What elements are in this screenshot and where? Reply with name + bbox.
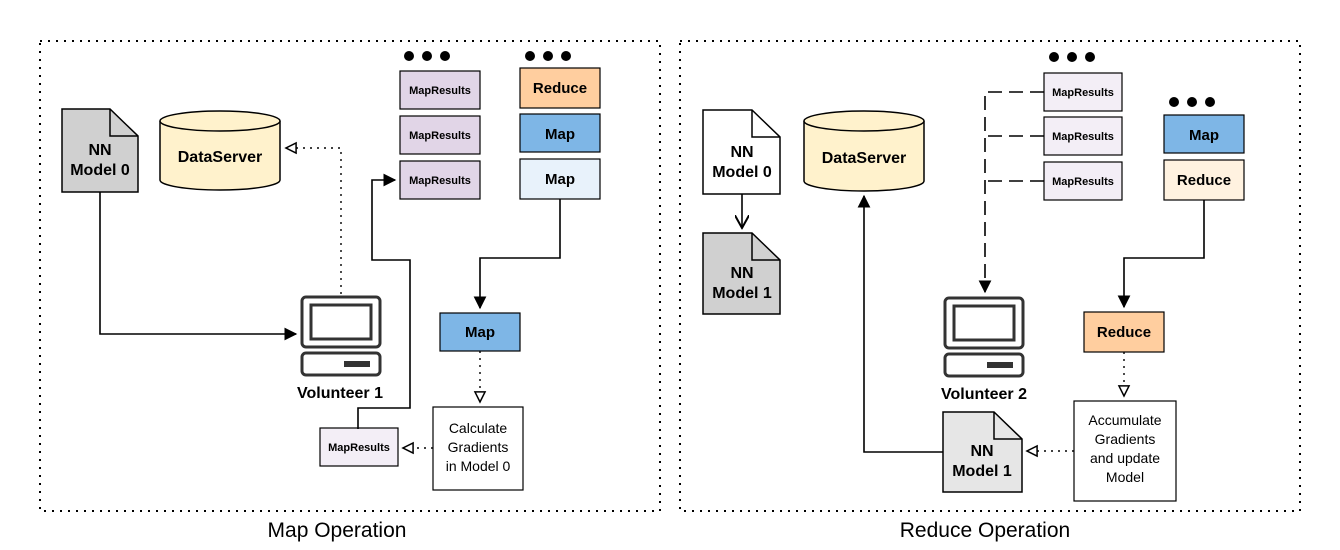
svg-text:MapResults: MapResults: [409, 175, 471, 187]
svg-text:in Model 0: in Model 0: [446, 458, 511, 474]
reduce-task-box: Reduce: [519, 67, 601, 109]
svg-text:MapResults: MapResults: [409, 130, 471, 142]
more-mapresults-dots: [404, 51, 450, 61]
svg-text:MapResults: MapResults: [1052, 176, 1114, 188]
svg-text:Model 1: Model 1: [712, 285, 772, 302]
more-mapresults-dots-reduce: [1049, 52, 1095, 62]
svg-text:NN: NN: [730, 144, 753, 161]
mapresults-box: MapResults: [399, 115, 481, 155]
accumulate-gradients-box: Accumulate Gradients and update Model: [1073, 400, 1177, 502]
svg-text:Model: Model: [1106, 469, 1144, 485]
dataserver-label: DataServer: [178, 149, 263, 166]
reduce-task-box-next: Reduce: [1163, 159, 1245, 201]
nn-model-0-document: NN Model 0: [61, 108, 139, 193]
svg-text:Gradients: Gradients: [448, 439, 509, 455]
svg-text:MapResults: MapResults: [1052, 131, 1114, 143]
svg-text:Gradients: Gradients: [1095, 431, 1156, 447]
dataserver-cylinder: DataServer: [159, 110, 281, 191]
svg-text:MapResults: MapResults: [1052, 87, 1114, 99]
mapresults-box-reduce: MapResults: [1043, 116, 1123, 156]
svg-text:MapResults: MapResults: [328, 442, 390, 454]
nn-model-1-output-document: NN Model 1: [942, 411, 1023, 493]
model-label: Model 0: [70, 162, 130, 179]
svg-text:Map: Map: [545, 171, 575, 188]
dataserver-cylinder-reduce: DataServer: [803, 110, 925, 192]
map-panel-connectors: [99, 148, 561, 448]
volunteer-1-computer-icon: [300, 295, 382, 377]
svg-text:Reduce: Reduce: [1097, 324, 1151, 341]
map-task-box: Map: [519, 113, 601, 153]
map-operation-caption: Map Operation: [268, 519, 407, 542]
map-task-box-reduce: Map: [1163, 114, 1245, 154]
assigned-reduce-task-box: Reduce: [1083, 311, 1165, 353]
reduce-operation-caption: Reduce Operation: [900, 519, 1070, 542]
reduce-panel-border: [679, 40, 1301, 512]
mapresults-box-reduce: MapResults: [1043, 72, 1123, 112]
svg-text:Model 0: Model 0: [712, 164, 772, 181]
reduce-panel-connectors: [742, 91, 1205, 452]
svg-text:Map: Map: [545, 126, 575, 143]
mapresults-box: MapResults: [399, 160, 481, 200]
map-task-box-next: Map: [519, 158, 601, 200]
volunteer-1-label: Volunteer 1: [297, 385, 383, 402]
more-tasks-dots: [525, 51, 571, 61]
svg-text:DataServer: DataServer: [822, 150, 907, 167]
svg-text:and update: and update: [1090, 450, 1160, 466]
svg-text:NN: NN: [970, 443, 993, 460]
assigned-map-task-box: Map: [439, 312, 521, 352]
svg-text:Model 1: Model 1: [952, 463, 1012, 480]
svg-text:Reduce: Reduce: [533, 80, 587, 97]
svg-text:Map: Map: [1189, 127, 1219, 144]
calculate-gradients-box: Calculate Gradients in Model 0: [432, 406, 524, 491]
nn-label: NN: [88, 142, 111, 159]
nn-model-1-document: NN Model 1: [702, 232, 781, 315]
svg-text:Calculate: Calculate: [449, 420, 508, 436]
volunteer-2-label: Volunteer 2: [941, 386, 1027, 403]
svg-text:Accumulate: Accumulate: [1088, 412, 1161, 428]
svg-text:NN: NN: [730, 265, 753, 282]
volunteer-2-computer-icon: [943, 296, 1025, 378]
more-tasks-dots-reduce: [1169, 97, 1215, 107]
svg-text:MapResults: MapResults: [409, 85, 471, 97]
svg-text:Reduce: Reduce: [1177, 172, 1231, 189]
nn-model-0-document-reduce: NN Model 0: [702, 109, 781, 195]
map-panel-border: [39, 40, 661, 512]
mapresults-box: MapResults: [399, 70, 481, 110]
produced-mapresults-box: MapResults: [319, 427, 399, 467]
mapresults-box-reduce: MapResults: [1043, 161, 1123, 201]
svg-text:Map: Map: [465, 324, 495, 341]
